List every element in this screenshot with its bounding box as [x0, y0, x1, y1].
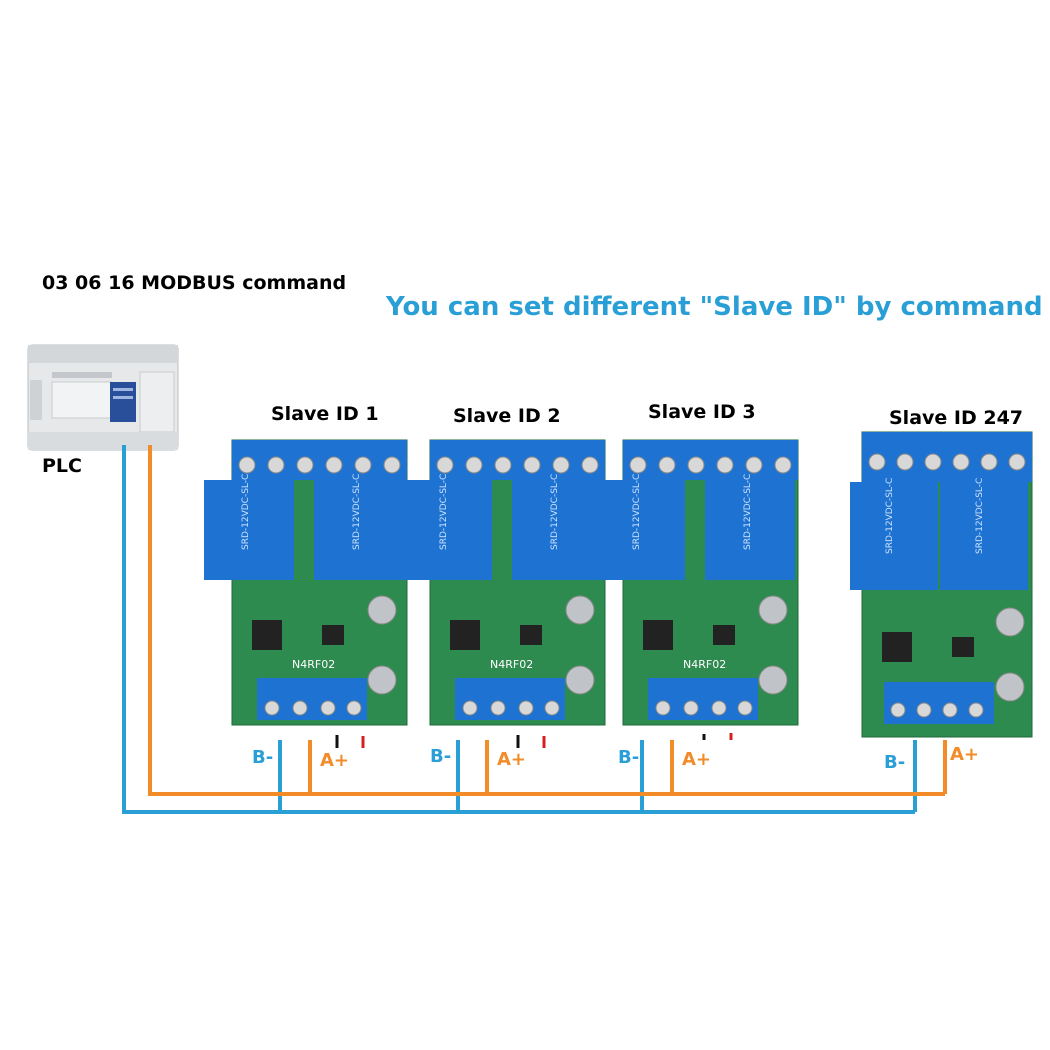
- slave-id-label-3: Slave ID 3: [648, 401, 756, 423]
- relay-module-3: SRD-12VDC-SL-C SRD-12VDC-SL-C N4RF02: [595, 439, 799, 726]
- slave-id-label-2: Slave ID 2: [453, 405, 561, 427]
- relay-module-2: SRD-12VDC-SL-C SRD-12VDC-SL-C N4RF02: [402, 439, 606, 726]
- slave-id-label-1: Slave ID 1: [271, 403, 379, 425]
- relay-module-1: SRD-12VDC-SL-C SRD-12VDC-SL-C N4RF02: [204, 439, 408, 726]
- relay-icon: [314, 480, 404, 580]
- model-text: N4RF02: [292, 658, 335, 671]
- modbus-command-label: 03 06 16 MODBUS command: [42, 272, 347, 294]
- relay-text: SRD-12VDC-SL-C: [439, 474, 449, 550]
- a-plus-label-1: A+: [320, 750, 350, 771]
- a-plus-label-3: A+: [682, 749, 712, 770]
- power-wires: [335, 733, 733, 748]
- plc-controller-icon: [27, 344, 179, 451]
- relay-text: SRD-12VDC-SL-C: [241, 474, 251, 550]
- headline-text: You can set different "Slave ID" by comm…: [386, 292, 1043, 322]
- b-minus-label-1: B-: [252, 747, 274, 768]
- b-minus-label-3: B-: [618, 747, 640, 768]
- relay-text: SRD-12VDC-SL-C: [975, 478, 985, 554]
- bus-a-plus-line: [148, 445, 947, 796]
- relay-text: SRD-12VDC-SL-C: [550, 474, 560, 550]
- slave-id-label-4: Slave ID 247: [889, 407, 1024, 429]
- a-plus-label-4: A+: [950, 744, 980, 765]
- relay-text: SRD-12VDC-SL-C: [743, 474, 753, 550]
- relay-text: SRD-12VDC-SL-C: [632, 474, 642, 550]
- a-plus-label-2: A+: [497, 749, 527, 770]
- b-minus-label-2: B-: [430, 746, 452, 767]
- relay-module-4: SRD-12VDC-SL-C SRD-12VDC-SL-C: [850, 431, 1033, 738]
- model-text: N4RF02: [683, 658, 726, 671]
- relay-icon: [204, 480, 294, 580]
- relay-text: SRD-12VDC-SL-C: [885, 478, 895, 554]
- b-minus-label-4: B-: [884, 752, 906, 773]
- relay-text: SRD-12VDC-SL-C: [352, 474, 362, 550]
- plc-label: PLC: [42, 455, 82, 477]
- model-text: N4RF02: [490, 658, 533, 671]
- bus-b-minus-line: [122, 445, 917, 814]
